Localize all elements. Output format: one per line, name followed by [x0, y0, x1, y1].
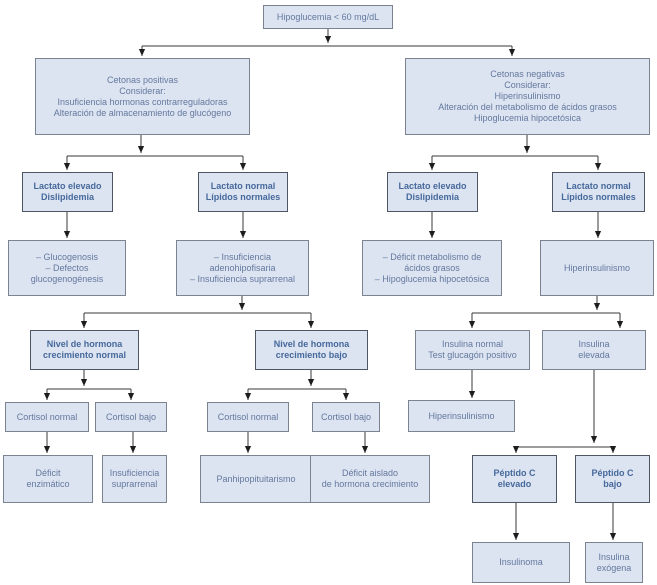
node-nivel-hormona-bajo: Nivel de hormona crecimiento bajo: [255, 330, 368, 370]
node-cortisol-normal-2: Cortisol normal: [207, 402, 289, 432]
node-lactato-normal-izq: Lactato normal Lípidos normales: [198, 172, 288, 212]
node-insulina-elevada: Insulina elevada: [542, 330, 646, 370]
node-peptido-c-elevado: Péptido C elevado: [472, 455, 557, 503]
node-hipoglucemia: Hipoglucemia < 60 mg/dL: [263, 5, 393, 29]
node-insulina-exogena: Insulina exógena: [585, 542, 643, 583]
node-cortisol-normal-1: Cortisol normal: [5, 402, 89, 432]
node-insuficiencia-suprarrenal: Insuficiencia suprarrenal: [102, 455, 167, 503]
node-insuficiencia-adenohipofisaria: – Insuficiencia adenohipofisaria – Insuf…: [176, 240, 309, 296]
node-cortisol-bajo-2: Cortisol bajo: [312, 402, 380, 432]
node-nivel-hormona-normal: Nivel de hormona crecimiento normal: [30, 330, 139, 370]
node-deficit-metabolismo: – Déficit metabolismo de ácidos grasos –…: [362, 240, 502, 296]
node-insulina-normal: Insulina normal Test glucagón positivo: [415, 330, 530, 370]
node-cortisol-bajo-1: Cortisol bajo: [95, 402, 167, 432]
node-lactato-elevado-izq: Lactato elevado Dislipidemia: [22, 172, 113, 212]
node-lactato-elevado-der: Lactato elevado Dislipidemia: [387, 172, 478, 212]
node-deficit-aislado: Déficit aislado de hormona crecimiento: [310, 455, 430, 503]
node-lactato-normal-der: Lactato normal Lípidos normales: [552, 172, 645, 212]
node-cetonas-positivas: Cetonas positivas Considerar: Insuficien…: [35, 58, 250, 135]
node-panhipopituitarismo: Panhipopituitarismo: [200, 455, 312, 503]
node-deficit-enzimatico: Déficit enzimático: [3, 455, 93, 503]
node-peptido-c-bajo: Péptido C bajo: [575, 455, 650, 503]
node-glucogenosis: – Glucogenosis – Defectos glucogenogénes…: [8, 240, 126, 296]
node-cetonas-negativas: Cetonas negativas Considerar: Hiperinsul…: [405, 58, 650, 135]
node-hiperinsulinismo-2: Hiperinsulinismo: [408, 400, 515, 432]
node-hiperinsulinismo-1: Hiperinsulinismo: [540, 240, 654, 296]
node-insulinoma: Insulinoma: [472, 542, 570, 583]
